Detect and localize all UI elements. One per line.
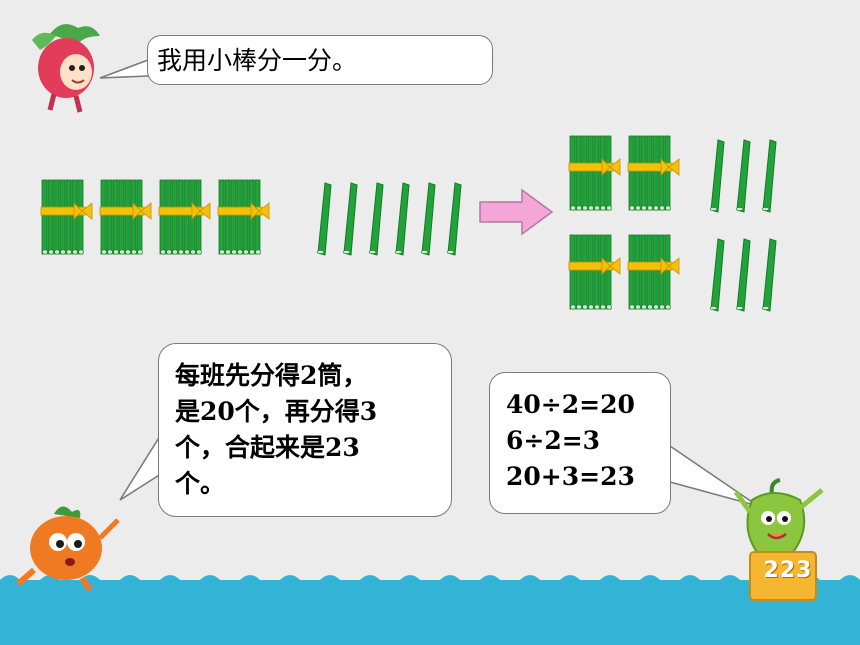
radish-character-icon	[32, 24, 100, 113]
right-arrow-icon	[479, 188, 554, 236]
bundle-of-ten-icon	[568, 234, 621, 310]
single-stick-icon	[342, 182, 358, 256]
bubble-right-line-1: 40÷2=20	[506, 390, 635, 419]
bundle-of-ten-icon	[217, 179, 270, 255]
bundle-of-ten-icon	[99, 179, 152, 255]
bubble-top-text: 我用小棒分一分。	[157, 46, 358, 75]
speech-tail-top	[99, 59, 149, 79]
single-stick-icon	[368, 182, 384, 256]
bubble-right-line-3: 20+3=23	[506, 462, 635, 491]
bubble-left-line-3: 个，合起来是23	[175, 433, 360, 462]
bubble-left-line-4: 个。	[175, 469, 226, 498]
single-stick-icon	[420, 182, 436, 256]
sticks-figure	[40, 135, 777, 312]
bubble-right-line-2: 6÷2=3	[506, 426, 601, 455]
single-stick-icon	[735, 139, 751, 213]
single-stick-icon	[761, 238, 777, 312]
speech-bubble-left: 每班先分得2筒， 是20个，再分得3 个，合起来是23 个。	[158, 343, 452, 517]
bundle-of-ten-icon	[627, 234, 680, 310]
speech-bubble-top: 我用小棒分一分。	[147, 35, 493, 85]
single-stick-icon	[761, 139, 777, 213]
floor-band	[0, 575, 860, 645]
pepper-character-icon	[733, 478, 824, 601]
bundle-of-ten-icon	[568, 135, 621, 211]
bundle-of-ten-icon	[40, 179, 93, 255]
bubble-left-line-2: 是20个，再分得3	[175, 397, 378, 426]
bubble-left-line-1: 每班先分得2筒，	[175, 361, 368, 390]
speech-bubble-right: 40÷2=20 6÷2=3 20+3=23	[489, 372, 671, 514]
wave-edge	[0, 575, 860, 590]
speech-tail-left	[119, 435, 165, 501]
single-stick-icon	[394, 182, 410, 256]
single-stick-icon	[735, 238, 751, 312]
tomato-character-icon	[16, 506, 120, 592]
single-stick-icon	[316, 182, 332, 256]
bundle-of-ten-icon	[158, 179, 211, 255]
bundle-of-ten-icon	[627, 135, 680, 211]
single-stick-icon	[446, 182, 462, 256]
board-number: 223	[763, 558, 813, 583]
single-stick-icon	[709, 139, 725, 213]
single-stick-icon	[709, 238, 725, 312]
